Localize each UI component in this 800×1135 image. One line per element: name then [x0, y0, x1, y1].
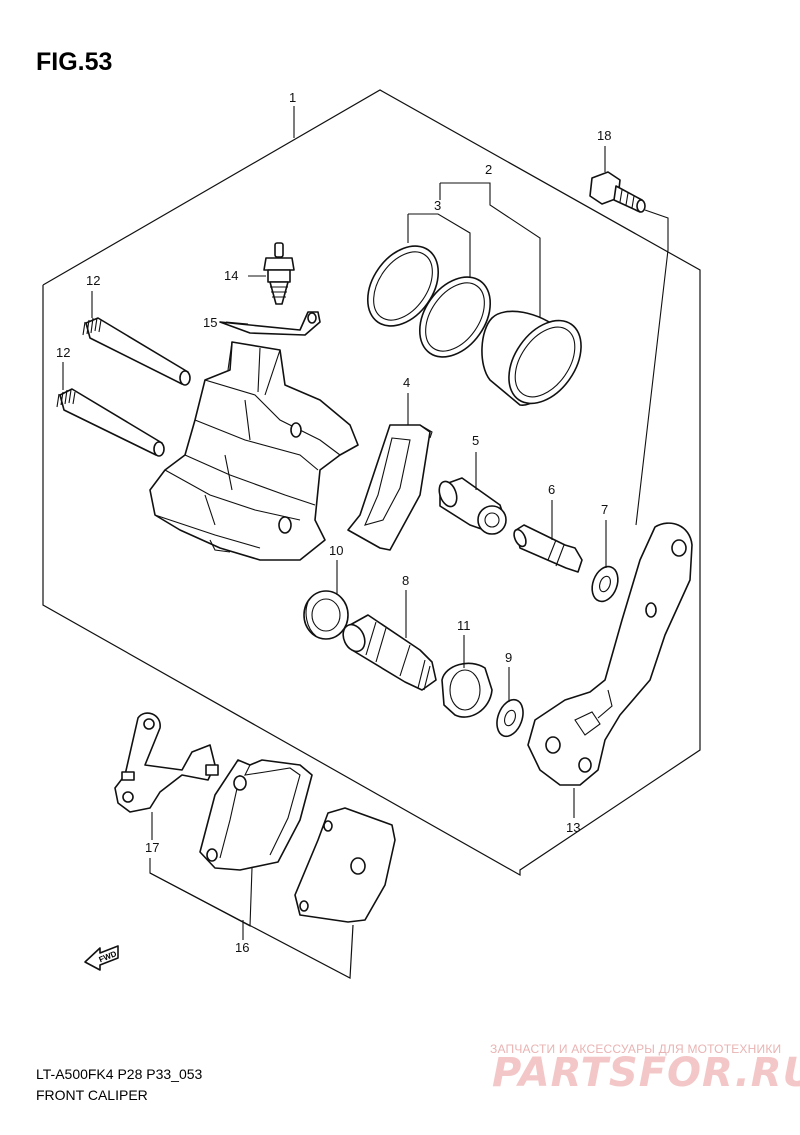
part-5-sleeve[interactable] — [436, 477, 507, 535]
callout-3[interactable]: 3 — [434, 198, 441, 213]
fwd-arrow: FWD — [84, 945, 119, 971]
callout-4[interactable]: 4 — [403, 375, 410, 390]
part-7-washer[interactable] — [588, 563, 623, 605]
part-1-caliper-body[interactable] — [149, 341, 359, 561]
part-18-bolt[interactable] — [589, 171, 646, 213]
diagram-caption: FRONT CALIPER — [36, 1087, 148, 1103]
part-8-slide-pin[interactable] — [339, 614, 437, 691]
callout-5[interactable]: 5 — [472, 433, 479, 448]
part-13-caliper-bracket[interactable] — [527, 522, 693, 786]
callout-14[interactable]: 14 — [224, 268, 238, 283]
callout-11[interactable]: 11 — [457, 618, 471, 633]
part-14-bleeder-valve[interactable] — [263, 242, 295, 305]
callout-12-lower[interactable]: 12 — [56, 345, 70, 360]
callout-13[interactable]: 13 — [566, 820, 580, 835]
callout-10[interactable]: 10 — [329, 543, 343, 558]
part-10-boot[interactable] — [303, 590, 349, 640]
callout-12-upper[interactable]: 12 — [86, 273, 100, 288]
callout-8[interactable]: 8 — [402, 573, 409, 588]
model-code: LT-A500FK4 P28 P33_053 — [36, 1066, 203, 1082]
part-4-pad-spring[interactable] — [347, 424, 433, 551]
assembly-frame — [42, 89, 701, 877]
part-6-pin-bolt[interactable] — [512, 524, 583, 573]
callout-9[interactable]: 9 — [505, 650, 512, 665]
part-11-boot[interactable] — [441, 662, 493, 718]
callout-7[interactable]: 7 — [601, 502, 608, 517]
part-12-upper-pin[interactable] — [82, 317, 191, 386]
callout-18[interactable]: 18 — [597, 128, 611, 143]
leader-lines — [62, 106, 669, 940]
part-3-piston-seals[interactable] — [353, 233, 505, 370]
part-16-brake-pads[interactable] — [199, 759, 396, 923]
watermark-logo: PARTSFOR.RU — [492, 1050, 800, 1096]
part-15-clip[interactable] — [219, 311, 321, 336]
callout-6[interactable]: 6 — [548, 482, 555, 497]
callout-1[interactable]: 1 — [289, 90, 296, 105]
part-9-washer[interactable] — [492, 696, 528, 740]
callout-17[interactable]: 17 — [145, 840, 159, 855]
callout-numbers: 1 2 3 18 14 15 12 12 4 5 6 7 10 8 11 9 1… — [56, 90, 611, 955]
figure-title: FIG.53 — [36, 48, 113, 76]
watermark-tagline: ЗАПЧАСТИ И АКСЕССУАРЫ ДЛЯ МОТОТЕХНИКИ — [490, 1042, 782, 1056]
callout-2[interactable]: 2 — [485, 162, 492, 177]
part-12-lower-pin[interactable] — [56, 388, 165, 457]
callout-16[interactable]: 16 — [235, 940, 249, 955]
part-2-piston[interactable] — [481, 307, 596, 417]
callout-15[interactable]: 15 — [203, 315, 217, 330]
part-17-shim[interactable] — [114, 712, 219, 813]
